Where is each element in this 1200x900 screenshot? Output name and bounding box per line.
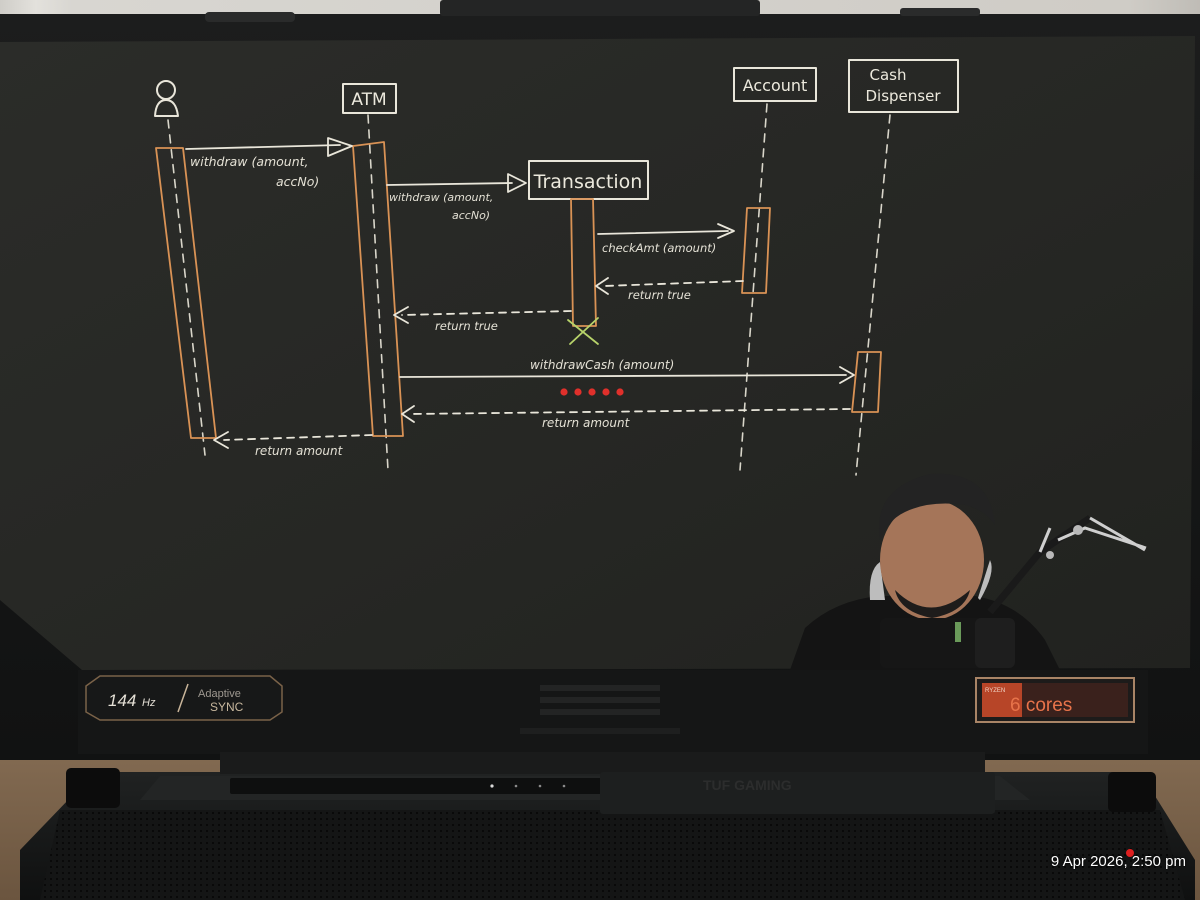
refresh-rate-value: 144 bbox=[108, 691, 136, 710]
message-checkamt-arrow bbox=[597, 223, 735, 239]
photo-timestamp: 9 Apr 2026, 2:50 pm bbox=[1050, 853, 1186, 870]
participant-cash-label-line1: Cash bbox=[870, 66, 907, 84]
participant-cash-box bbox=[848, 59, 959, 113]
message-return-true-1-label: return true bbox=[628, 288, 691, 302]
activation-cash bbox=[851, 351, 882, 413]
participant-transaction-label: Transaction bbox=[533, 171, 643, 193]
participant-atm-box bbox=[342, 83, 397, 114]
message-return-amount-2-arrow bbox=[213, 431, 373, 449]
participant-account-label: Account bbox=[743, 76, 808, 95]
participant-atm-label: ATM bbox=[351, 90, 386, 110]
asus-logo bbox=[540, 685, 660, 715]
red-pointer-dots bbox=[560, 388, 624, 396]
message-return-amount-1-label: return amount bbox=[542, 416, 631, 430]
lifeline-cash bbox=[855, 114, 891, 476]
activation-account bbox=[741, 207, 771, 294]
lifeline-account bbox=[739, 103, 768, 471]
presenter-webcam bbox=[790, 473, 1147, 670]
cpu-badge-brand: RYZEN bbox=[985, 688, 1005, 694]
lifeline-atm bbox=[367, 114, 389, 471]
message-withdraw-label-1: withdraw (amount, bbox=[190, 154, 309, 169]
participant-cash-label-line2: Dispenser bbox=[866, 87, 942, 105]
message-withdrawcash-arrow bbox=[399, 366, 855, 384]
message-return-true-2-label: return true bbox=[435, 319, 498, 333]
activation-atm bbox=[352, 141, 404, 437]
message-return-amount-2-label: return amount bbox=[255, 444, 344, 458]
message-withdraw-tx-label-2: accNo) bbox=[452, 209, 490, 222]
lifeline-user bbox=[167, 119, 206, 456]
keyboard-brand-label: TUF GAMING bbox=[703, 777, 792, 793]
adaptive-sync-line2: SYNC bbox=[210, 700, 244, 714]
message-withdrawcash-label: withdrawCash (amount) bbox=[530, 358, 674, 372]
destroy-x-mark bbox=[567, 317, 599, 345]
activation-user bbox=[155, 147, 217, 439]
message-return-true-2-arrow bbox=[393, 306, 572, 324]
adaptive-sync-line1: Adaptive bbox=[198, 688, 241, 700]
cpu-cores-badge: 6 cores bbox=[1010, 695, 1072, 716]
message-return-amount-1-arrow bbox=[401, 405, 851, 423]
message-withdraw-label-2: accNo) bbox=[276, 174, 319, 189]
refresh-rate-unit: Hz bbox=[142, 697, 156, 709]
message-withdraw-tx-arrow bbox=[386, 173, 527, 193]
activation-transaction bbox=[570, 198, 597, 327]
user-actor-icon bbox=[154, 80, 179, 117]
message-withdraw-tx-label-1: withdraw (amount, bbox=[389, 191, 493, 204]
message-return-true-1-arrow bbox=[595, 277, 744, 295]
message-withdraw-arrow bbox=[185, 137, 353, 157]
participant-account-box bbox=[733, 67, 817, 102]
message-checkamt-label: checkAmt (amount) bbox=[602, 241, 716, 255]
refresh-badge-frame bbox=[85, 675, 283, 721]
